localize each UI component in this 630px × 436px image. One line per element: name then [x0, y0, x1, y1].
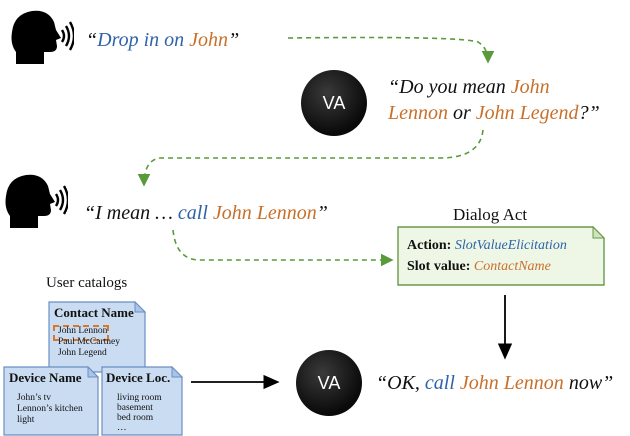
device-loc-catalog [101, 366, 183, 436]
response-verb: call [424, 372, 455, 394]
dashed-arrow-va-to-user [137, 129, 484, 187]
device-name-item: John’s tv [17, 393, 52, 403]
va-label: VA [317, 372, 341, 393]
quote-close: ” [316, 202, 328, 224]
speaking-head-icon [10, 8, 76, 66]
highlight-box [53, 325, 109, 341]
device-name-title: Device Name [9, 370, 82, 385]
device-loc-item: living room [117, 393, 162, 403]
speaking-head-icon [4, 172, 70, 230]
va-question-line2: Lennon or John Legend?” [388, 100, 600, 126]
quote-open: “ [86, 29, 98, 51]
device-loc-item: basement [117, 403, 153, 413]
contact-item: Paul McCartney [58, 337, 121, 347]
device-name-item: Lennon’s kitchen [17, 404, 83, 414]
va-node-2: VA [296, 350, 362, 416]
action-value: SlotValueElicitation [454, 238, 567, 253]
dialog-act-box [397, 226, 605, 286]
quote-open: “ [388, 76, 400, 98]
device-name-catalog [3, 366, 99, 436]
contact-name-title: Contact Name [54, 305, 134, 320]
va-question: “Do you mean John [388, 74, 550, 100]
quote-close: ” [228, 29, 240, 51]
response-name: John Lennon [459, 372, 564, 394]
quote-open: “ [376, 372, 388, 394]
device-loc-item: bed room [117, 413, 154, 423]
va-question-name1-last: Lennon [388, 102, 448, 124]
device-loc-title: Device Loc. [106, 370, 171, 385]
contact-item: John Lennon [58, 326, 108, 336]
utterance2-verb: call [177, 202, 208, 224]
utterance1-name: John [189, 29, 229, 51]
va-node-1: VA [301, 70, 367, 136]
utterance2-text: I mean … [95, 202, 178, 224]
va-question-text: Do you mean [399, 76, 511, 98]
va-label: VA [322, 92, 346, 113]
dialog-act-action-row: Action: SlotValueElicitation [407, 235, 567, 256]
user-catalogs-title: User catalogs [46, 275, 128, 291]
device-name-item: light [17, 415, 35, 425]
contact-item: John Legend [58, 348, 107, 358]
response-tail: now” [563, 372, 614, 394]
va-response: “OK, call John Lennon now” [376, 370, 613, 396]
va-question-or: or [448, 102, 476, 124]
va-question-name1: John [510, 76, 550, 98]
response-ok: OK, [387, 372, 425, 394]
slot-value: ContactName [473, 259, 551, 274]
utterance2-name: John Lennon [212, 202, 317, 224]
va-question-name2: John Legend [475, 102, 579, 124]
slot-label: Slot value: [407, 259, 474, 274]
dialog-act-content: Action: SlotValueElicitation Slot value:… [407, 235, 567, 277]
action-label: Action: [407, 238, 455, 253]
user-utterance-2: “I mean … call John Lennon” [84, 200, 328, 226]
device-loc-item: … [117, 423, 127, 433]
dashed-arrow-user-to-dialog-act [172, 229, 394, 267]
quote-close: ?” [578, 102, 600, 124]
dialog-act-slot-row: Slot value: ContactName [407, 256, 567, 277]
dashed-arrow-utterance-to-va [287, 36, 495, 64]
user-utterance-1: “Drop in on John” [86, 27, 239, 53]
contact-name-catalog [48, 301, 146, 373]
utterance1-text: Drop in on [97, 29, 190, 51]
quote-open: “ [84, 202, 96, 224]
dialog-act-title: Dialog Act [453, 205, 528, 224]
